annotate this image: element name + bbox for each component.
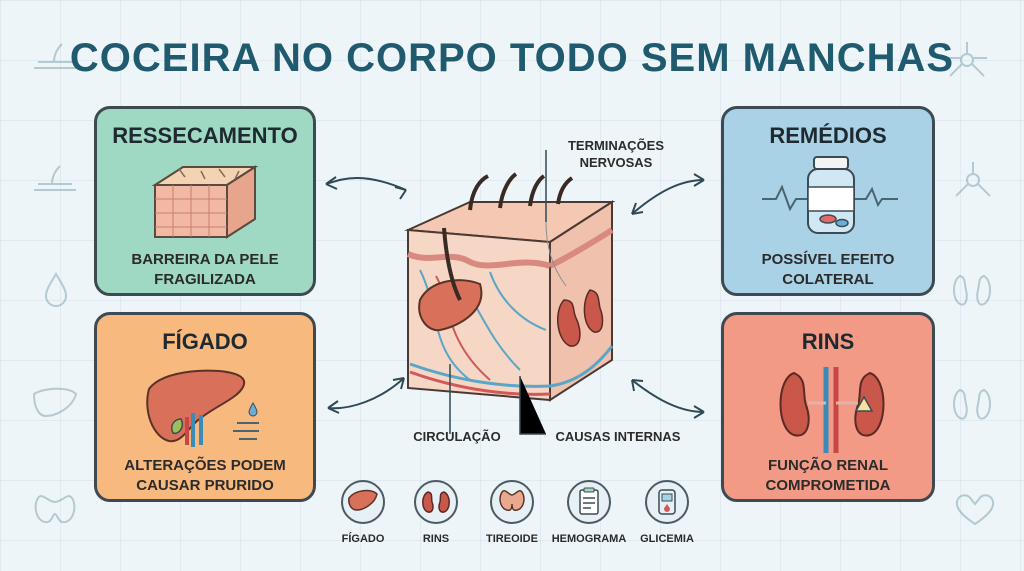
card-remedios-line1: POSSÍVEL EFEITO: [761, 251, 895, 268]
card-ressecamento-line2: FRAGILIZADA: [154, 271, 256, 288]
neuron-icon: [955, 162, 991, 197]
skin-layer-icon: [34, 165, 76, 191]
arrow-to-ressecamento: [325, 176, 407, 200]
card-figado: FÍGADO ALTERAÇÕES PODEM CAUSAR PRURIDO: [94, 312, 316, 502]
nerve-cell-icon: [947, 42, 987, 77]
card-rins-line2: COMPROMETIDA: [765, 477, 891, 494]
callout-internal-causes: CAUSAS INTERNAS: [555, 429, 681, 444]
pill-bottle-icon: [762, 156, 898, 234]
bottom-label-rins: RINS: [422, 533, 450, 545]
card-figado-title: FÍGADO: [162, 329, 248, 354]
card-remedios-line2: COLATERAL: [782, 271, 874, 288]
liver-deco-icon: [32, 387, 78, 418]
dry-skin-block-icon: [151, 165, 259, 239]
bottom-label-figado: FÍGADO: [341, 533, 385, 545]
heart-icon: [955, 494, 995, 526]
card-remedios-title: REMÉDIOS: [769, 123, 887, 148]
bottom-label-glicemia: GLICEMIA: [640, 533, 694, 545]
thyroid-deco-icon: [34, 495, 76, 524]
callout-nerves-line1: TERMINAÇÕES: [567, 138, 665, 153]
kidney-deco2-icon: [953, 388, 991, 420]
kidney-deco-icon: [953, 274, 991, 306]
thyroid-bottom-icon: [490, 480, 534, 524]
card-rins-line1: FUNÇÃO RENAL: [768, 457, 888, 474]
card-remedios: REMÉDIOS POSSÍVEL EFEITO COLATERAL: [721, 106, 935, 296]
arrow-to-remedios: [631, 173, 705, 215]
card-figado-line1: ALTERAÇÕES PODEM: [124, 457, 286, 474]
clipboard-bottom-icon: [567, 480, 611, 524]
liver-icon: [146, 369, 259, 447]
kidneys-icon: [779, 367, 885, 453]
arrow-to-figado: [327, 377, 405, 414]
glucometer-bottom-icon: [645, 480, 689, 524]
liver-bottom-icon: [341, 480, 385, 524]
water-drop-icon: [44, 272, 68, 307]
callout-circulation: CIRCULAÇÃO: [413, 429, 501, 444]
card-figado-line2: CAUSAR PRURIDO: [136, 477, 274, 494]
callout-nerves-line2: NERVOSAS: [579, 155, 653, 170]
skin-hair-icon: [34, 43, 76, 69]
card-rins-title: RINS: [801, 329, 855, 354]
card-ressecamento-title: RESSECAMENTO: [112, 123, 298, 148]
arrow-to-rins: [631, 379, 705, 419]
card-ressecamento: RESSECAMENTO BARREIRA DA PELE FRAGILIZAD…: [94, 106, 316, 296]
bottom-label-hemograma: HEMOGRAMA: [551, 533, 627, 545]
card-rins: RINS FUNÇÃO RENAL COMPROMETIDA: [721, 312, 935, 502]
page-title: COCEIRA NO CORPO TODO SEM MANCHAS: [69, 36, 955, 80]
card-ressecamento-line1: BARREIRA DA PELE: [131, 251, 279, 268]
skin-cross-section: [325, 150, 705, 435]
kidneys-bottom-icon: [414, 480, 458, 524]
bottom-label-tireoide: TIREOIDE: [486, 533, 538, 545]
